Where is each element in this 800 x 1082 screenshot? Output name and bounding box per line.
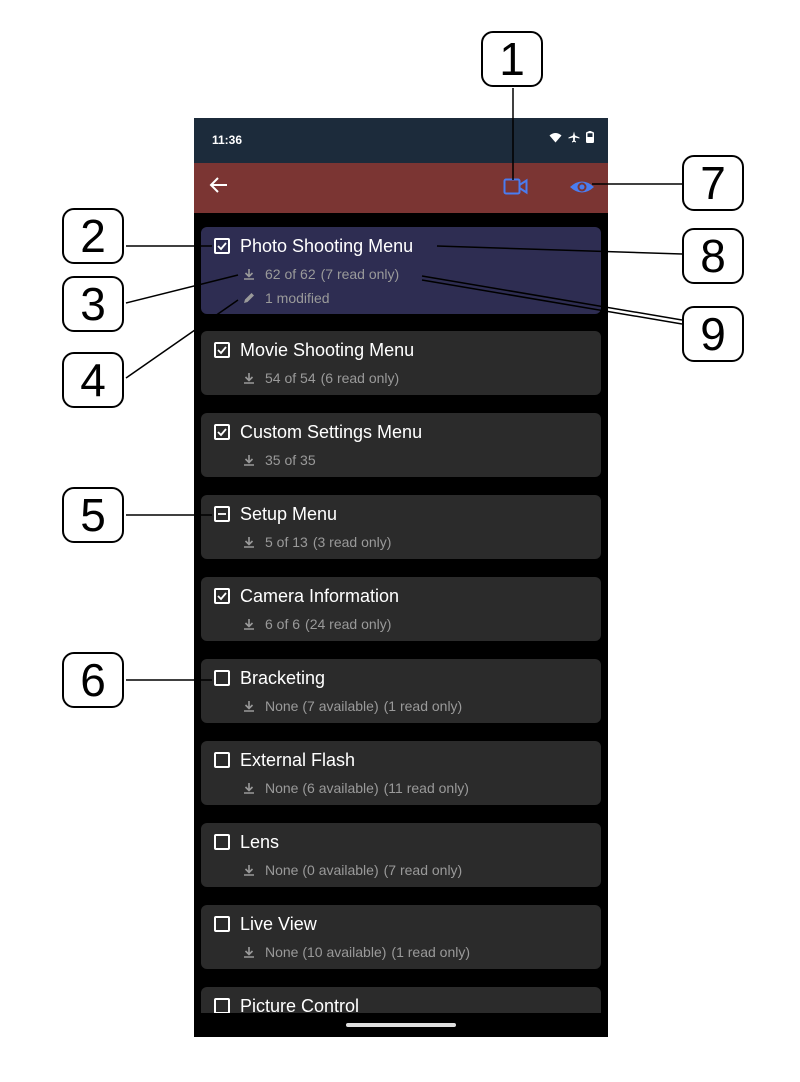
item-count: None (6 available) [265,780,379,796]
callout-5: 5 [62,487,124,543]
item-count: 62 of 62 [265,266,316,282]
minus-icon [218,513,226,515]
pencil-icon [241,291,257,305]
checkbox-checked[interactable] [214,342,230,358]
list-item-movie-shooting-menu[interactable]: Movie Shooting Menu 54 of 54 (6 read onl… [201,331,601,395]
list-item-lens[interactable]: Lens None (0 available) (7 read only) [201,823,601,887]
check-icon [217,592,227,601]
callout-8: 8 [682,228,744,284]
item-title: External Flash [240,750,356,770]
item-count-row: 54 of 54 (6 read only) [241,370,399,386]
item-count: None (0 available) [265,862,379,878]
list-item-live-view[interactable]: Live View None (10 available) (1 read on… [201,905,601,969]
list-item-bracketing[interactable]: Bracketing None (7 available) (1 read on… [201,659,601,723]
check-icon [217,428,227,437]
battery-icon [586,131,594,143]
navigation-bar [194,1013,608,1037]
video-camera-icon [503,178,528,195]
phone-screen: 11:36 Photo Shooting Menu 62 of 62 (7 re… [194,118,608,1037]
list-item-custom-settings-menu[interactable]: Custom Settings Menu 35 of 35 [201,413,601,477]
download-icon [241,454,257,466]
item-modified-row: 1 modified [241,290,330,306]
status-icons [549,131,594,143]
checkbox-checked[interactable] [214,588,230,604]
item-count-row: 35 of 35 [241,452,321,468]
download-icon [241,700,257,712]
back-button[interactable] [208,174,230,203]
check-icon [217,346,227,355]
callout-1: 1 [481,31,543,87]
item-read-only: (11 read only) [383,780,469,796]
callout-3: 3 [62,276,124,332]
item-count-row: None (10 available) (1 read only) [241,944,470,960]
checkbox-unchecked[interactable] [214,998,230,1013]
item-title: Camera Information [240,586,400,606]
item-title: Picture Control [240,996,360,1013]
item-count-row: None (7 available) (1 read only) [241,698,462,714]
checkbox-unchecked[interactable] [214,834,230,850]
item-title: Movie Shooting Menu [240,340,415,360]
callout-7: 7 [682,155,744,211]
status-bar: 11:36 [194,118,608,163]
item-count: 6 of 6 [265,616,301,632]
list-item-setup-menu[interactable]: Setup Menu 5 of 13 (3 read only) [201,495,601,559]
item-count-row: 62 of 62 (7 read only) [241,266,399,282]
item-count: 35 of 35 [265,452,316,468]
list-item-photo-shooting-menu[interactable]: Photo Shooting Menu 62 of 62 (7 read onl… [201,227,601,314]
item-count: None (7 available) [265,698,379,714]
download-icon [241,946,257,958]
item-modified: 1 modified [265,290,330,306]
download-icon [241,782,257,794]
list-item-picture-control[interactable]: Picture Control [201,987,601,1013]
menu-list: Photo Shooting Menu 62 of 62 (7 read onl… [194,213,608,1013]
callout-6: 6 [62,652,124,708]
view-button[interactable] [569,176,595,203]
airplane-icon [568,131,580,143]
item-title: Bracketing [240,668,326,688]
checkbox-checked[interactable] [214,424,230,440]
item-title: Photo Shooting Menu [240,236,414,256]
download-icon [241,372,257,384]
app-bar [194,163,608,213]
item-title: Live View [240,914,317,934]
item-read-only: (7 read only) [320,266,400,282]
eye-icon [570,181,594,193]
item-read-only: (3 read only) [312,534,392,550]
item-count: None (10 available) [265,944,387,960]
item-read-only: (6 read only) [320,370,400,386]
item-title: Lens [240,832,280,852]
checkbox-unchecked[interactable] [214,752,230,768]
item-count-row: None (0 available) (7 read only) [241,862,462,878]
checkbox-unchecked[interactable] [214,916,230,932]
callout-9: 9 [682,306,744,362]
wifi-icon [549,132,562,142]
item-read-only: (24 read only) [305,616,392,632]
item-count-row: 5 of 13 (3 read only) [241,534,391,550]
item-count: 54 of 54 [265,370,316,386]
record-video-button[interactable] [503,176,529,203]
list-item-camera-information[interactable]: Camera Information 6 of 6 (24 read only) [201,577,601,641]
item-count: 5 of 13 [265,534,308,550]
list-item-external-flash[interactable]: External Flash None (6 available) (11 re… [201,741,601,805]
download-icon [241,536,257,548]
arrow-back-icon [209,177,227,193]
checkbox-unchecked[interactable] [214,670,230,686]
item-count-row: 6 of 6 (24 read only) [241,616,391,632]
download-icon [241,268,257,280]
item-read-only: (1 read only) [383,698,463,714]
item-read-only: (1 read only) [391,944,470,960]
check-icon [217,242,227,251]
checkbox-checked[interactable] [214,238,230,254]
item-read-only: (7 read only) [383,862,463,878]
callout-2: 2 [62,208,124,264]
item-title: Setup Menu [240,504,338,524]
item-title: Custom Settings Menu [240,422,423,442]
callout-4: 4 [62,352,124,408]
home-gesture-handle[interactable] [346,1023,456,1027]
item-count-row: None (6 available) (11 read only) [241,780,469,796]
download-icon [241,618,257,630]
download-icon [241,864,257,876]
status-time: 11:36 [212,133,243,147]
checkbox-partial[interactable] [214,506,230,522]
